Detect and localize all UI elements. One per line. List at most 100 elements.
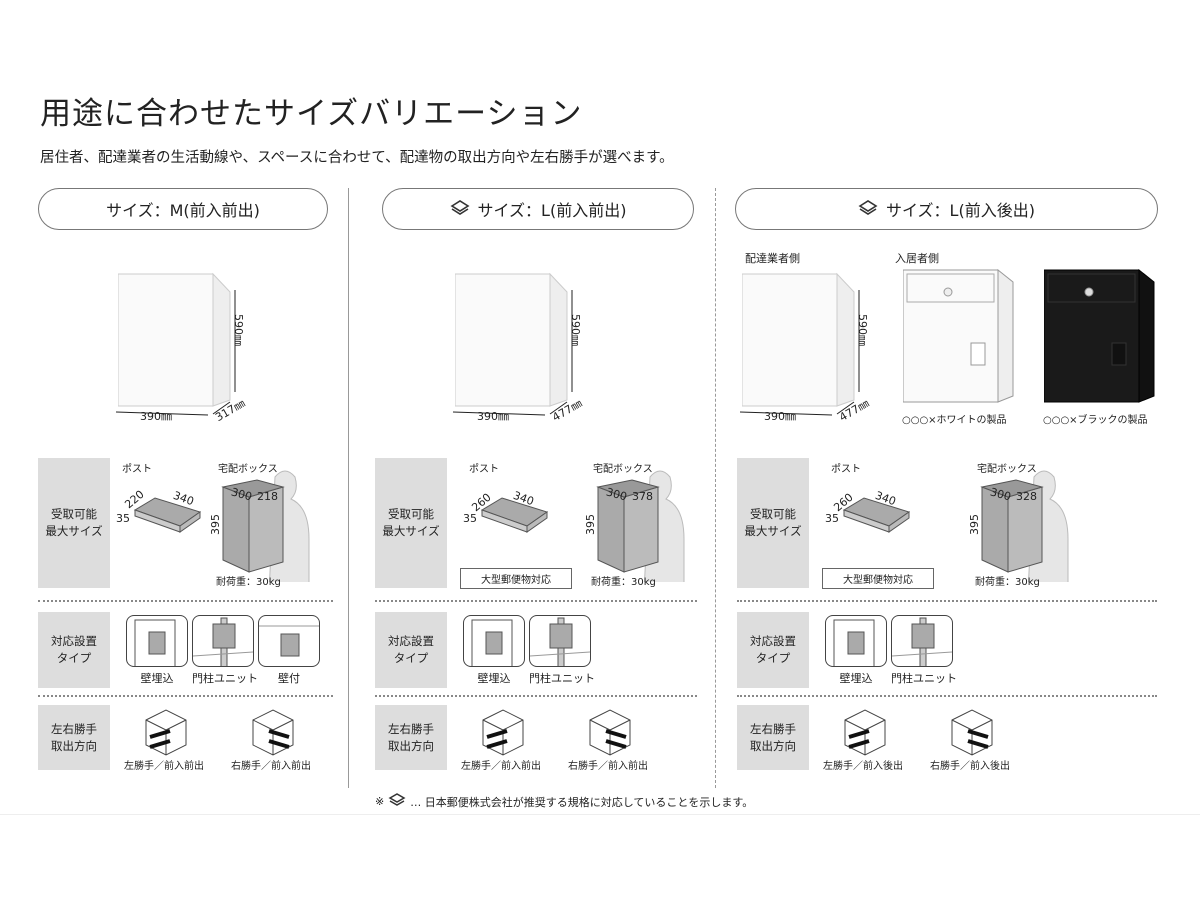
post-label: ポスト bbox=[831, 464, 861, 475]
post-parcel-diagram bbox=[477, 490, 557, 544]
box-label: 宅配ボックス bbox=[977, 464, 1037, 475]
resident-side-label: 入居者側 bbox=[895, 252, 939, 265]
width-dimension: 390㎜ bbox=[477, 410, 509, 423]
height-dimension: 590㎜ bbox=[232, 314, 245, 346]
page-subtitle: 居住者、配達業者の生活動線や、スペースに合わせて、配達物の取出方向や左右勝手が選… bbox=[40, 150, 674, 166]
section-divider bbox=[375, 600, 697, 602]
size-header-pill: サイズ：L(前入後出) bbox=[735, 188, 1158, 230]
row-label-text: 受取可能 最大サイズ bbox=[45, 507, 103, 538]
variant-label-black: ○○○×ブラックの製品 bbox=[1043, 415, 1148, 426]
jp-post-standard-icon bbox=[450, 199, 470, 220]
row-label-text: 左右勝手 取出方向 bbox=[388, 721, 434, 753]
large-mail-badge: 大型郵便物対応 bbox=[460, 568, 572, 589]
box-label: 宅配ボックス bbox=[593, 464, 653, 475]
post-height-dim: 35 bbox=[825, 512, 839, 525]
row-label-text: 対応設置 タイプ bbox=[51, 634, 97, 665]
product-image bbox=[117, 262, 233, 416]
post-height-dim: 35 bbox=[116, 512, 130, 525]
gate-pillar-unit-icon bbox=[891, 615, 953, 667]
footnote-mark: ※ bbox=[375, 795, 385, 808]
jp-post-standard-icon bbox=[388, 792, 406, 811]
box-height-dim: 395 bbox=[968, 514, 981, 535]
box-width-dim: 378 bbox=[632, 490, 653, 503]
delivery-side-label: 配達業者側 bbox=[745, 252, 800, 265]
row-label-max-size: 受取可能 最大サイズ bbox=[38, 458, 110, 588]
direction-label: 右勝手／前入前出 bbox=[231, 761, 311, 772]
direction-label: 左勝手／前入前出 bbox=[124, 761, 204, 772]
wall-embedded-icon bbox=[463, 615, 525, 667]
row-label-max-size: 受取可能 最大サイズ bbox=[375, 458, 447, 588]
install-type-label: 壁埋込 bbox=[140, 672, 174, 685]
row-label-direction: 左右勝手 取出方向 bbox=[38, 705, 110, 770]
divider bbox=[0, 814, 1200, 815]
page-title: 用途に合わせたサイズバリエーション bbox=[40, 96, 583, 132]
row-label-text: 受取可能 最大サイズ bbox=[744, 507, 802, 538]
row-label-text: 左右勝手 取出方向 bbox=[750, 721, 796, 753]
column-divider bbox=[715, 188, 716, 788]
wall-mounted-icon bbox=[258, 615, 320, 667]
direction-label: 左勝手／前入前出 bbox=[461, 761, 541, 772]
post-label: ポスト bbox=[122, 464, 152, 475]
width-dimension: 390㎜ bbox=[764, 410, 796, 423]
section-divider bbox=[38, 695, 333, 697]
load-capacity: 耐荷重：30kg bbox=[975, 577, 1040, 588]
gate-pillar-unit-icon bbox=[192, 615, 254, 667]
footnote: ※ … 日本郵便株式会社が推奨する規格に対応していることを示します。 bbox=[375, 792, 753, 811]
wall-embedded-icon bbox=[825, 615, 887, 667]
dimension-lines bbox=[450, 262, 580, 426]
section-divider bbox=[38, 600, 333, 602]
section-divider bbox=[737, 600, 1157, 602]
large-mail-badge: 大型郵便物対応 bbox=[822, 568, 934, 589]
size-header-label: サイズ：L(前入後出) bbox=[886, 201, 1035, 220]
post-height-dim: 35 bbox=[463, 512, 477, 525]
install-type-label: 門柱ユニット bbox=[891, 672, 957, 685]
direction-label: 左勝手／前入後出 bbox=[823, 761, 903, 772]
row-label-direction: 左右勝手 取出方向 bbox=[737, 705, 809, 770]
install-type-label: 壁埋込 bbox=[477, 672, 511, 685]
direction-label: 右勝手／前入前出 bbox=[568, 761, 648, 772]
post-parcel-diagram bbox=[130, 490, 210, 544]
row-label-text: 対応設置 タイプ bbox=[388, 634, 434, 665]
load-capacity: 耐荷重：30kg bbox=[216, 577, 281, 588]
box-label: 宅配ボックス bbox=[218, 464, 278, 475]
load-capacity: 耐荷重：30kg bbox=[591, 577, 656, 588]
row-label-install-type: 対応設置 タイプ bbox=[375, 612, 447, 688]
parcel-box-with-person-diagram bbox=[972, 462, 1072, 592]
row-label-max-size: 受取可能 最大サイズ bbox=[737, 458, 809, 588]
box-height-dim: 395 bbox=[209, 514, 222, 535]
footnote-text: … 日本郵便株式会社が推奨する規格に対応していることを示します。 bbox=[410, 795, 754, 809]
jp-post-standard-icon bbox=[858, 199, 878, 220]
product-image-resident-side bbox=[902, 258, 1018, 412]
post-label: ポスト bbox=[469, 464, 499, 475]
column-divider bbox=[348, 188, 349, 788]
left-hand-direction-icon bbox=[473, 705, 533, 764]
product-image-resident-side bbox=[1043, 258, 1159, 412]
row-label-text: 受取可能 最大サイズ bbox=[382, 507, 440, 538]
post-parcel-diagram bbox=[839, 490, 919, 544]
left-hand-direction-icon bbox=[835, 705, 895, 764]
box-width-dim: 218 bbox=[257, 490, 278, 503]
product-image bbox=[741, 262, 857, 416]
install-type-label: 門柱ユニット bbox=[192, 672, 258, 685]
section-divider bbox=[375, 695, 697, 697]
product-image bbox=[454, 262, 570, 416]
box-height-dim: 395 bbox=[584, 514, 597, 535]
size-header-pill: サイズ：M(前入前出) bbox=[38, 188, 328, 230]
row-label-direction: 左右勝手 取出方向 bbox=[375, 705, 447, 770]
right-hand-direction-icon bbox=[580, 705, 640, 764]
dimension-lines bbox=[737, 262, 867, 426]
height-dimension: 590㎜ bbox=[569, 314, 582, 346]
right-hand-direction-icon bbox=[243, 705, 303, 764]
row-label-install-type: 対応設置 タイプ bbox=[737, 612, 809, 688]
section-divider bbox=[737, 695, 1157, 697]
gate-pillar-unit-icon bbox=[529, 615, 591, 667]
variant-label-white: ○○○×ホワイトの製品 bbox=[902, 415, 1007, 426]
box-width-dim: 328 bbox=[1016, 490, 1037, 503]
width-dimension: 390㎜ bbox=[140, 410, 172, 423]
size-header-label: サイズ：M(前入前出) bbox=[106, 201, 260, 220]
row-label-text: 左右勝手 取出方向 bbox=[51, 721, 97, 753]
row-label-install-type: 対応設置 タイプ bbox=[38, 612, 110, 688]
install-type-label: 壁付 bbox=[278, 672, 300, 685]
